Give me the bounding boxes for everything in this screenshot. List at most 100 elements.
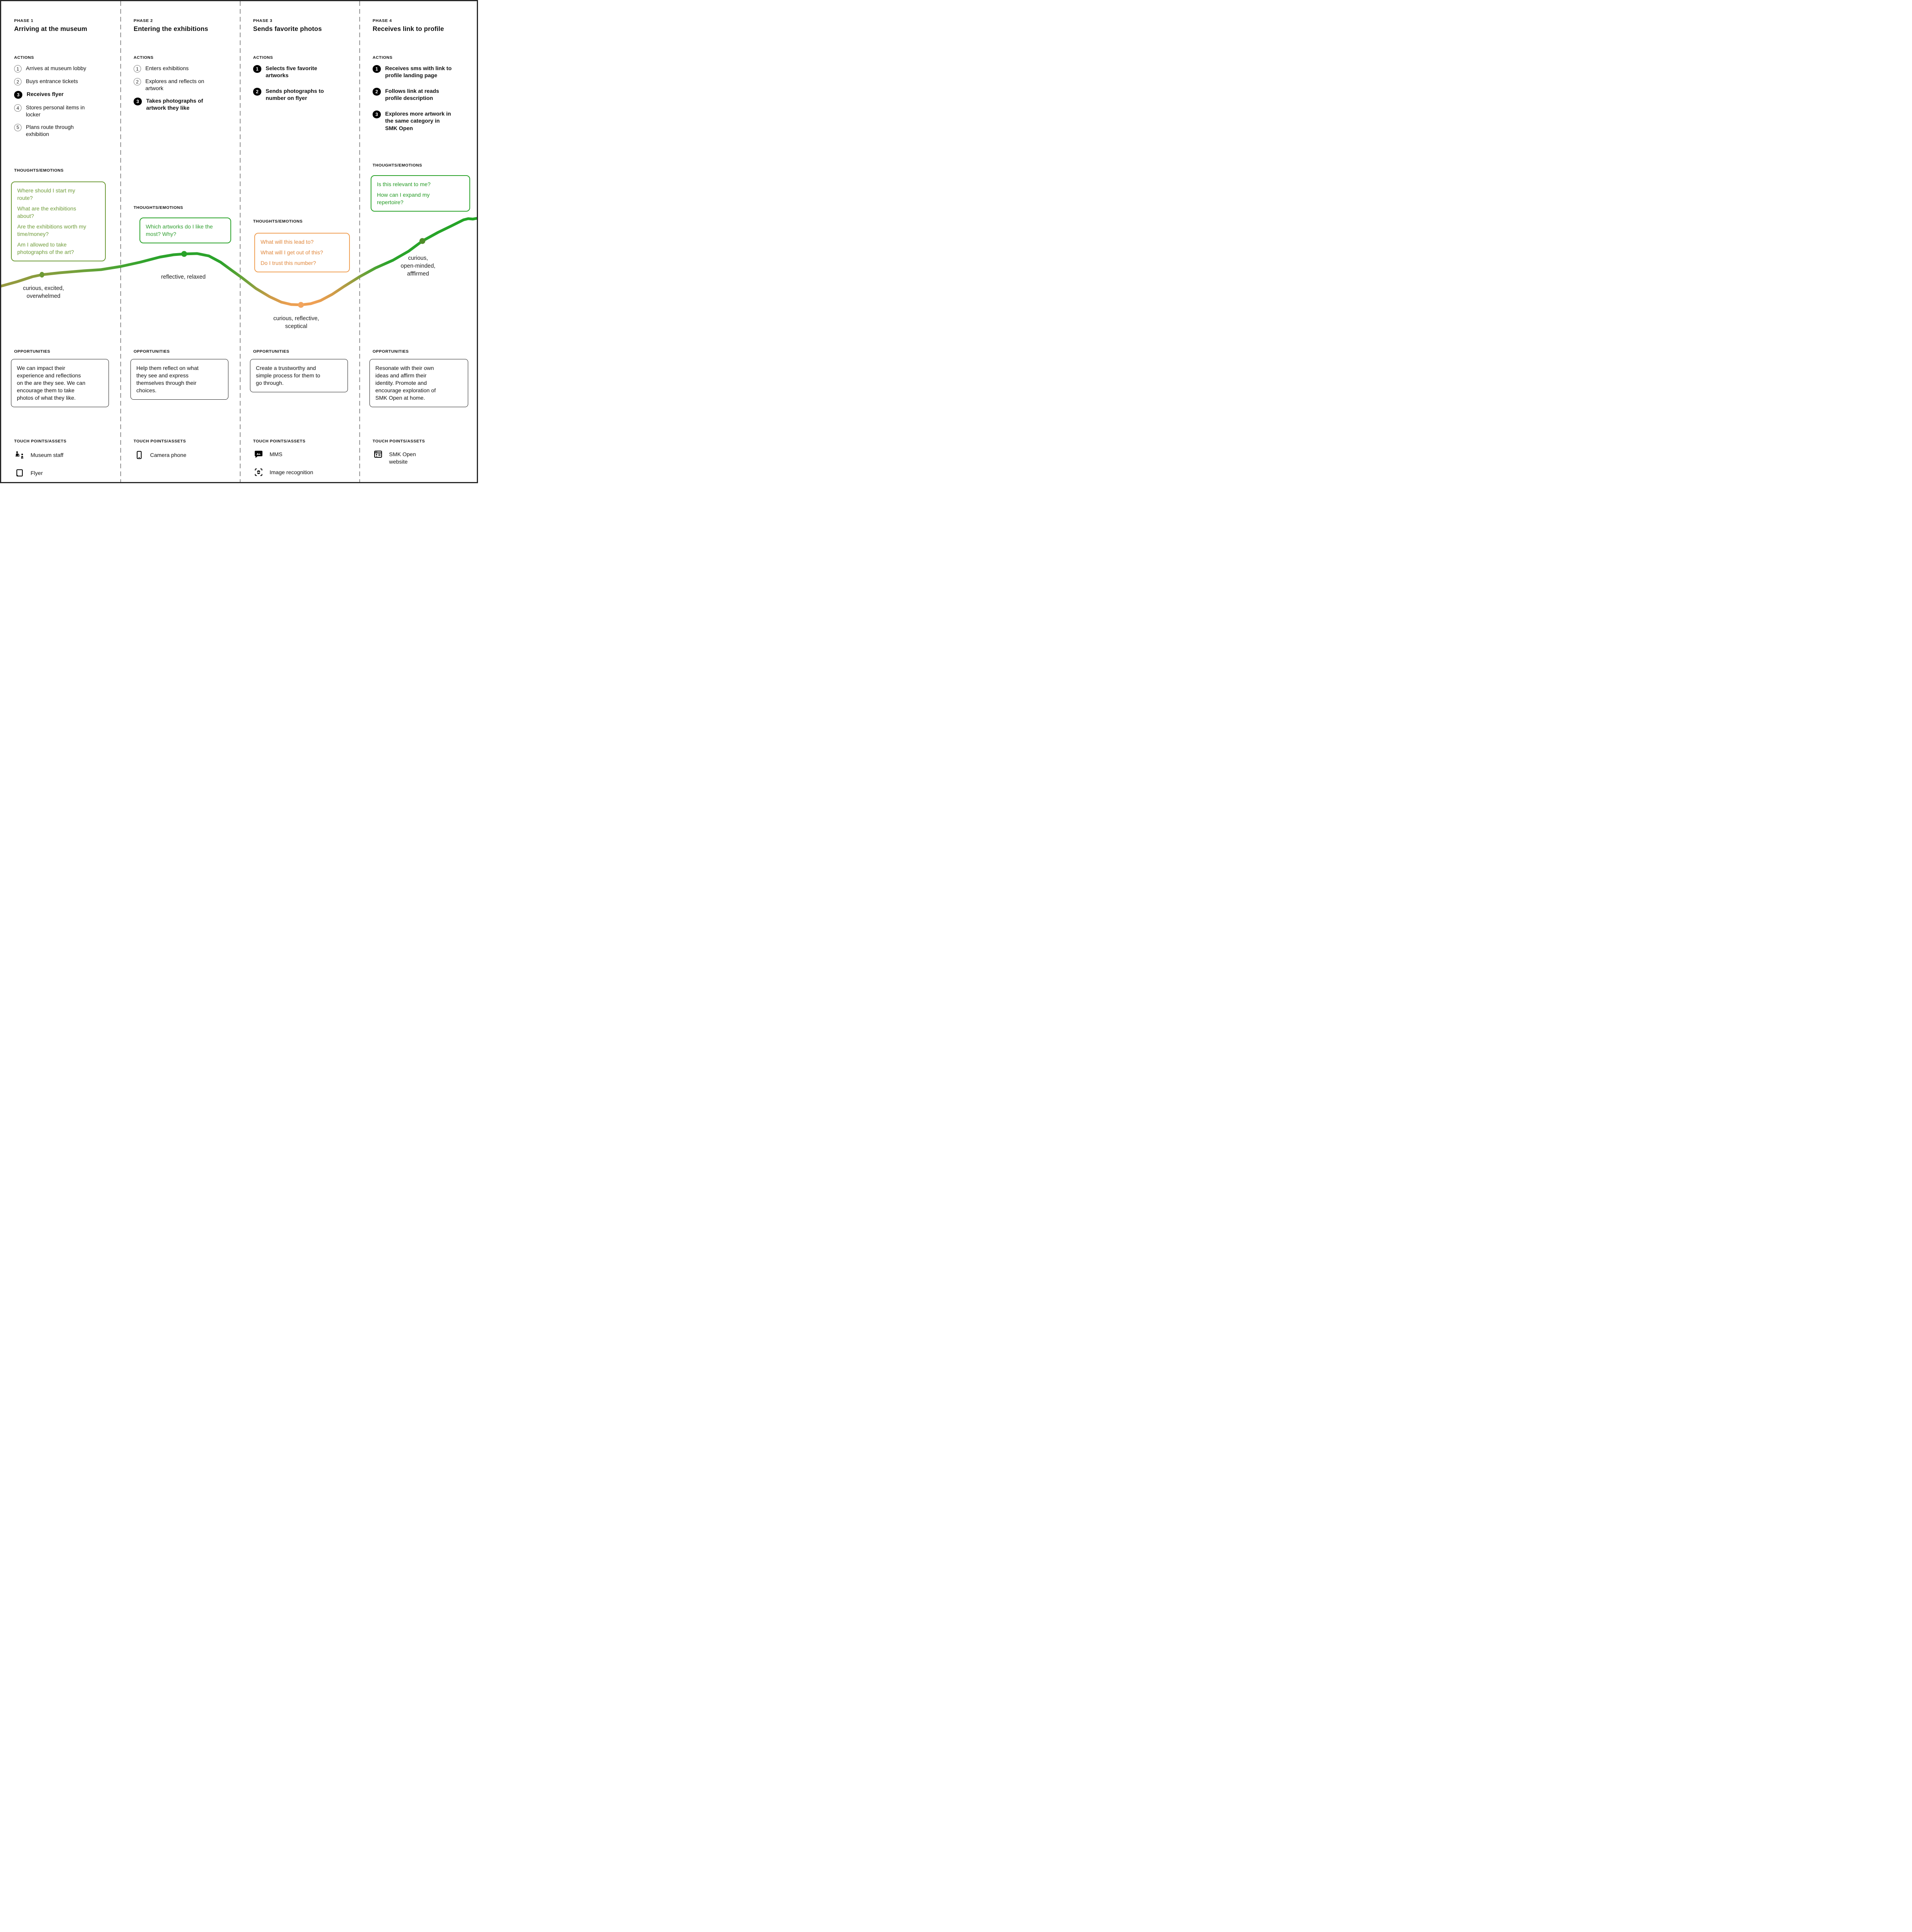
action-number-badge: 2 — [134, 78, 141, 85]
action-number-badge: 5 — [14, 123, 22, 131]
thought: Which artworks do I like the most? Why? — [146, 223, 213, 237]
action-item: 1 Receives sms with link to profile land… — [373, 65, 474, 79]
thoughts-section-label: THOUGHTS/EMOTIONS — [14, 168, 64, 173]
phase-column-1: PHASE 1 Arriving at the museum ACTIONS 1… — [1, 1, 121, 482]
phase-label: PHASE 4 — [373, 18, 392, 23]
actions-section-label: ACTIONS — [134, 55, 154, 60]
thoughts-box: Which artworks do I like the most? Why? — [139, 217, 231, 244]
customer-journey-map: PHASE 1 Arriving at the museum ACTIONS 1… — [0, 0, 478, 483]
action-text: Arrives at museum lobby — [26, 65, 87, 71]
opportunities-section-label: OPPORTUNITIES — [373, 349, 409, 354]
smk-open-website-icon — [373, 449, 383, 459]
touchpoint-item: SMK Open website — [373, 449, 416, 466]
opportunities-section-label: OPPORTUNITIES — [14, 349, 51, 354]
thought: Is this relevant to me? — [377, 181, 431, 187]
emotion-label-1: curious, excited, overwhelmed — [23, 285, 64, 299]
thoughts-box: Where should I start my route? What are … — [11, 181, 106, 262]
phase-label: PHASE 3 — [253, 18, 273, 23]
touchpoints-section-label: TOUCH POINTS/ASSETS — [134, 439, 186, 444]
touchpoint-label: Museum staff — [31, 452, 63, 458]
action-number-badge: 3 — [14, 91, 22, 99]
thought: Am I allowed to take photographs of the … — [17, 241, 74, 256]
museum-staff-icon — [15, 450, 24, 460]
touchpoint-item: Camera phone — [134, 450, 186, 460]
opportunities-section-label: OPPORTUNITIES — [134, 349, 170, 354]
thought: Where should I start my route? — [17, 187, 75, 201]
actions-section-label: ACTIONS — [253, 55, 273, 60]
phase-column-4: PHASE 4 Receives link to profile ACTIONS… — [360, 1, 477, 482]
touchpoints-section-label: TOUCH POINTS/ASSETS — [14, 439, 67, 444]
touchpoint-label: Camera phone — [150, 452, 186, 458]
actions-section-label: ACTIONS — [373, 55, 393, 60]
thoughts-box: What will this lead to? What will I get … — [254, 233, 350, 273]
action-item: 3 Takes photographs of artwork they like — [134, 97, 235, 112]
action-number-badge: 3 — [134, 97, 142, 105]
touchpoints-section-label: TOUCH POINTS/ASSETS — [253, 439, 306, 444]
action-number-badge: 1 — [253, 65, 261, 73]
action-text: Explores more artwork in the same catego… — [385, 110, 451, 131]
touchpoint-label: Flyer — [31, 470, 43, 476]
camera-phone-icon — [134, 450, 144, 460]
opportunities-section-label: OPPORTUNITIES — [253, 349, 290, 354]
action-item: 3 Explores more artwork in the same cate… — [373, 110, 474, 132]
thought: What are the exhibitions about? — [17, 205, 76, 219]
touchpoint-item: Image recognition — [254, 468, 313, 477]
image-recognition-icon — [254, 468, 263, 477]
phase-title: Receives link to profile — [373, 25, 444, 33]
action-text: Receives flyer — [27, 91, 64, 97]
thought: Do I trust this number? — [261, 260, 316, 266]
action-number-badge: 4 — [14, 104, 22, 112]
opportunity-text: Create a trustworthy and simple process … — [256, 365, 320, 386]
actions-list: 1 Selects five favorite artworks 2 Sends… — [253, 65, 354, 110]
action-item: 1 Enters exhibitions — [134, 65, 235, 72]
touchpoint-item: Museum staff — [15, 450, 63, 460]
phase-title: Sends favorite photos — [253, 25, 322, 33]
thoughts-section-label: THOUGHTS/EMOTIONS — [373, 163, 422, 168]
action-text: Explores and reflects on artwork — [145, 78, 205, 92]
touchpoint-item: MMS — [254, 449, 282, 459]
action-item: 1 Selects five favorite artworks — [253, 65, 354, 79]
action-item: 5 Plans route through exhibition — [14, 123, 115, 138]
action-number-badge: 2 — [373, 87, 381, 96]
phase-label: PHASE 2 — [134, 18, 153, 23]
emotion-label-4: curious, open-minded, afffirmed — [400, 255, 436, 277]
action-item: 4 Stores personal items in locker — [14, 104, 115, 118]
emotion-label-2: reflective, relaxed — [161, 274, 206, 280]
thoughts-box: Is this relevant to me? How can I expand… — [371, 175, 470, 212]
thoughts-section-label: THOUGHTS/EMOTIONS — [253, 219, 303, 224]
thought: What will I get out of this? — [261, 249, 323, 256]
phase-column-3: PHASE 3 Sends favorite photos ACTIONS 1 … — [240, 1, 360, 482]
action-text: Receives sms with link to profile landin… — [385, 65, 452, 79]
actions-list: 1 Arrives at museum lobby 2 Buys entranc… — [14, 65, 115, 143]
thought: Are the exhibitions worth my time/money? — [17, 223, 86, 237]
thought: What will this lead to? — [261, 239, 314, 245]
opportunity-box: We can impact their experience and refle… — [11, 359, 109, 408]
thoughts-section-label: THOUGHTS/EMOTIONS — [134, 205, 183, 210]
action-text: Stores personal items in locker — [26, 104, 85, 118]
action-number-badge: 3 — [373, 110, 381, 118]
action-item: 2 Sends photographs to number on flyer — [253, 87, 354, 102]
action-text: Enters exhibitions — [145, 65, 189, 71]
opportunity-text: Resonate with their own ideas and affirm… — [375, 365, 436, 401]
phase-title: Entering the exhibitions — [134, 25, 208, 33]
flyer-icon — [15, 468, 24, 478]
action-text: Follows link at reads profile descriptio… — [385, 87, 439, 101]
action-number-badge: 1 — [14, 65, 22, 72]
emotion-label-3: curious, reflective, sceptical — [273, 315, 319, 330]
action-number-badge: 2 — [253, 87, 261, 96]
touchpoint-label: Image recognition — [270, 469, 313, 475]
mms-icon — [254, 449, 263, 459]
action-number-badge: 2 — [14, 78, 22, 85]
touchpoint-label: MMS — [270, 451, 282, 457]
action-item: 2 Buys entrance tickets — [14, 78, 115, 85]
opportunity-box: Create a trustworthy and simple process … — [250, 359, 348, 393]
action-text: Selects five favorite artworks — [266, 65, 317, 79]
action-item: 2 Follows link at reads profile descript… — [373, 87, 474, 102]
action-number-badge: 1 — [134, 65, 141, 72]
action-item: 1 Arrives at museum lobby — [14, 65, 115, 72]
phase-label: PHASE 1 — [14, 18, 34, 23]
action-text: Sends photographs to number on flyer — [266, 87, 324, 101]
touchpoint-item: Flyer — [15, 468, 43, 478]
actions-list: 1 Enters exhibitions 2 Explores and refl… — [134, 65, 235, 117]
thought: How can I expand my repertoire? — [377, 192, 430, 206]
